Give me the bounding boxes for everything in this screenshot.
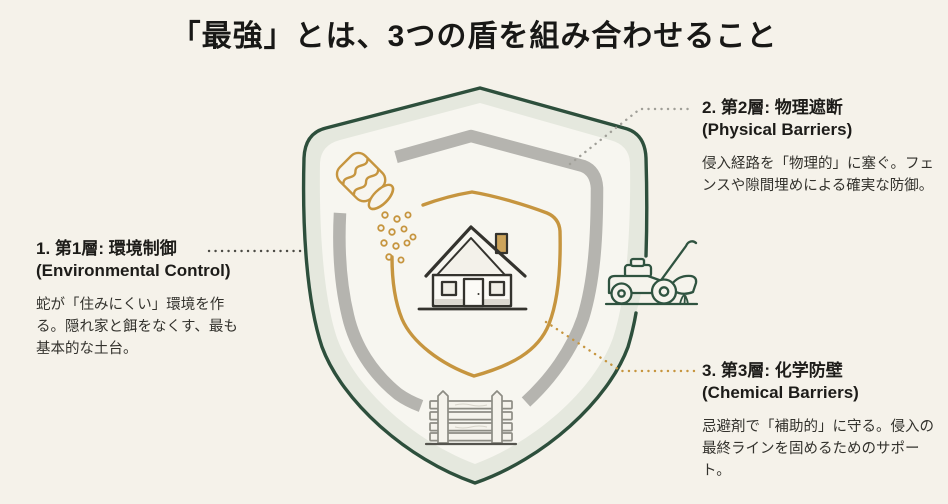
salt-shaker-icon <box>335 151 417 264</box>
granules <box>377 211 417 264</box>
layer3-heading-en: (Chemical Barriers) <box>702 383 859 403</box>
layer3-description: 忌避剤で「補助的」に守る。侵入の最終ラインを固めるためのサポート。 <box>702 418 934 479</box>
house-icon <box>417 225 528 311</box>
shield-outline-layer1 <box>301 86 649 485</box>
layer2-heading-en: (Physical Barriers) <box>702 120 853 140</box>
label-layer2: 2. 第2層: 物理遮断 (Physical Barriers) 侵入経路を「物… <box>702 97 948 197</box>
layer3-heading-ja: 3. 第3層: 化学防壁 <box>702 361 843 380</box>
connector-layer2 <box>568 107 694 166</box>
layer2-heading-ja: 2. 第2層: 物理遮断 <box>702 98 843 117</box>
fence-icon <box>424 390 518 446</box>
label-layer1: 1. 第1層: 環境制御 (Environmental Control) 蛇が「… <box>36 238 251 360</box>
layer1-description: 蛇が「住みにくい」環境を作る。隠れ家と餌をなくす、最も基本的な土台。 <box>36 296 238 357</box>
lawn-mower-icon <box>604 240 699 306</box>
shield-arc-layer2 <box>333 129 604 412</box>
shield-outline-layer3 <box>390 190 562 378</box>
layer2-description: 侵入経路を「物理的」に塞ぐ。フェンスや隙間埋めによる確実な防御。 <box>702 155 934 194</box>
page-title: 「最強」とは、3つの盾を組み合わせること <box>170 20 778 53</box>
layer1-heading-en: (Environmental Control) <box>36 261 231 281</box>
layer1-heading-ja: 1. 第1層: 環境制御 <box>36 239 177 258</box>
label-layer3: 3. 第3層: 化学防壁 (Chemical Barriers) 忌避剤で「補助… <box>702 360 948 482</box>
